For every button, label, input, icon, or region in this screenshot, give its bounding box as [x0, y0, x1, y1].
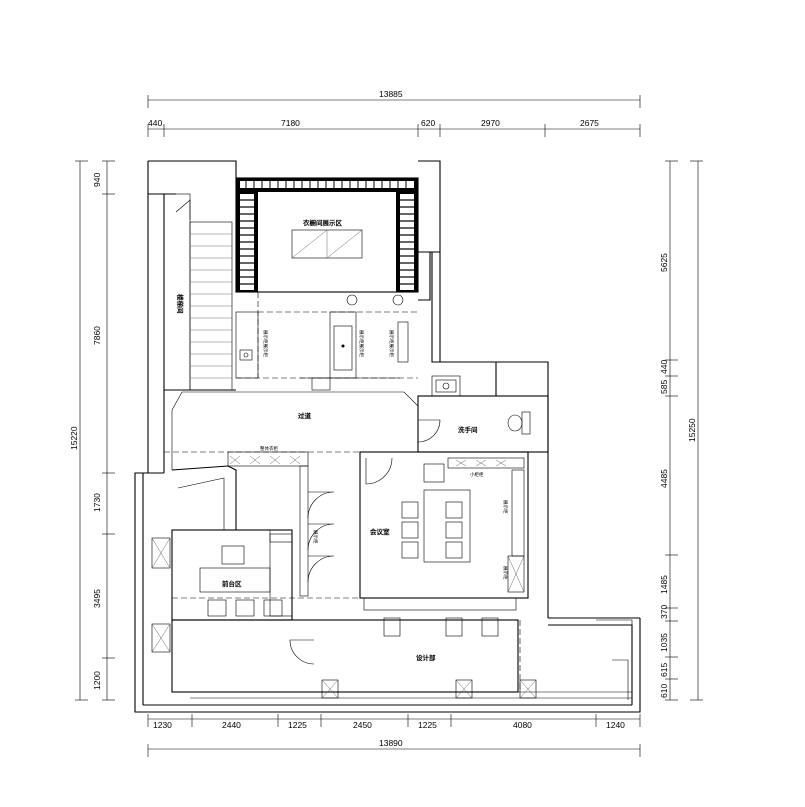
- display-area: 衣橱间展示区: [235, 177, 419, 306]
- outer-walls: [134, 160, 641, 713]
- dim-left-1: 940: [92, 173, 102, 187]
- design-dept-label: 设计部: [416, 653, 436, 662]
- bar-cabinet-label: 展示柜: [312, 530, 319, 544]
- dimension-lines: [75, 95, 703, 757]
- corridor-label: 过道: [298, 411, 312, 420]
- chair: [445, 521, 463, 539]
- chair: [423, 463, 445, 483]
- dim-left-5: 1200: [92, 671, 102, 690]
- sink-left: [239, 349, 253, 361]
- washroom-door: [417, 419, 441, 443]
- meeting-table: [423, 489, 471, 563]
- side-cabinet-a: 展示柜: [502, 500, 509, 514]
- chair: [221, 545, 245, 565]
- chair: [401, 501, 419, 519]
- dim-right-8: 615: [659, 663, 669, 677]
- stairwell: 楼梯间: [163, 193, 233, 391]
- meeting-room-label: 会议室: [370, 527, 390, 536]
- reception-label: 前台区: [222, 579, 242, 588]
- dim-bottom-4: 2450: [353, 720, 372, 730]
- dim-right-7: 1035: [659, 633, 669, 652]
- dim-top-4: 2970: [481, 118, 500, 128]
- dim-bottom-2: 2440: [222, 720, 241, 730]
- chair: [207, 599, 227, 617]
- wall-cabinet-3: 展示柜展示柜: [388, 330, 395, 357]
- dim-bottom-total: 13890: [379, 738, 403, 748]
- display-area-label: 衣橱间展示区: [303, 218, 343, 227]
- dim-left-4: 3495: [92, 589, 102, 608]
- dim-right-9: 610: [659, 684, 669, 698]
- chair: [481, 617, 499, 637]
- dim-top-1: 440: [148, 118, 162, 128]
- washroom: 洗手间: [417, 375, 549, 453]
- chair: [401, 521, 419, 539]
- reception-door-2: [307, 523, 335, 551]
- meeting-room-door: [365, 457, 393, 485]
- reception: 整体衣柜 前台区 展示柜: [151, 445, 507, 653]
- middle-rooms: 展示柜展示柜 展示柜展示柜 展示柜展示柜: [235, 292, 418, 391]
- dim-right-6: 370: [659, 605, 669, 619]
- chair: [445, 501, 463, 519]
- dim-left-total: 15220: [69, 426, 79, 450]
- dim-left-2: 7860: [92, 326, 102, 345]
- dim-top-total: 13885: [379, 89, 403, 99]
- dim-bottom-7: 1240: [606, 720, 625, 730]
- reception-door-3: [307, 555, 335, 583]
- column-left: [346, 294, 358, 306]
- wardrobe-top-label: 整体衣柜: [260, 445, 278, 452]
- dim-bottom-1: 1230: [153, 720, 172, 730]
- dim-right-4: 4485: [659, 469, 669, 488]
- chair: [235, 599, 255, 617]
- side-cabinet-b: 展示柜: [502, 566, 509, 580]
- dim-right-1: 5625: [659, 253, 669, 272]
- washroom-label: 洗手间: [458, 425, 478, 434]
- stairwell-label: 楼梯间: [176, 294, 185, 314]
- toilet-tank: [521, 411, 531, 435]
- wall-cabinet-2: 展示柜展示柜: [358, 330, 365, 357]
- column-right: [392, 294, 404, 306]
- washroom-sink: [435, 379, 457, 393]
- dim-top-5: 2675: [580, 118, 599, 128]
- chair: [263, 599, 283, 617]
- chair: [401, 541, 419, 559]
- toilet-bowl: [507, 414, 523, 432]
- dim-left-3: 1730: [92, 493, 102, 512]
- dim-bottom-6: 4080: [513, 720, 532, 730]
- dim-top-3: 620: [421, 118, 435, 128]
- wall-cabinet-1: 展示柜展示柜: [262, 330, 269, 357]
- reception-desk: [199, 567, 271, 593]
- dimension-labels: 13885 440 7180 620 2970 2675 1230 2440 1…: [69, 89, 697, 748]
- meeting-room: 小柜柜 会议室 展示柜 展示柜: [359, 451, 529, 599]
- chair: [383, 617, 401, 637]
- dim-right-2: 440: [659, 360, 669, 374]
- dim-top-2: 7180: [281, 118, 300, 128]
- chair: [445, 541, 463, 559]
- design-dept-door: [289, 639, 315, 665]
- design-dept: 设计部: [171, 597, 633, 705]
- dim-bottom-5: 1225: [418, 720, 437, 730]
- small-cabinet-label: 小柜柜: [470, 471, 484, 478]
- dim-right-3: 585: [659, 380, 669, 394]
- reception-door-1: [307, 491, 335, 519]
- dim-bottom-3: 1225: [288, 720, 307, 730]
- corridor: 过道: [164, 389, 419, 470]
- dim-right-total: 15250: [687, 418, 697, 442]
- dim-right-5: 1485: [659, 575, 669, 594]
- chair: [445, 617, 463, 637]
- sink-middle: [333, 325, 353, 371]
